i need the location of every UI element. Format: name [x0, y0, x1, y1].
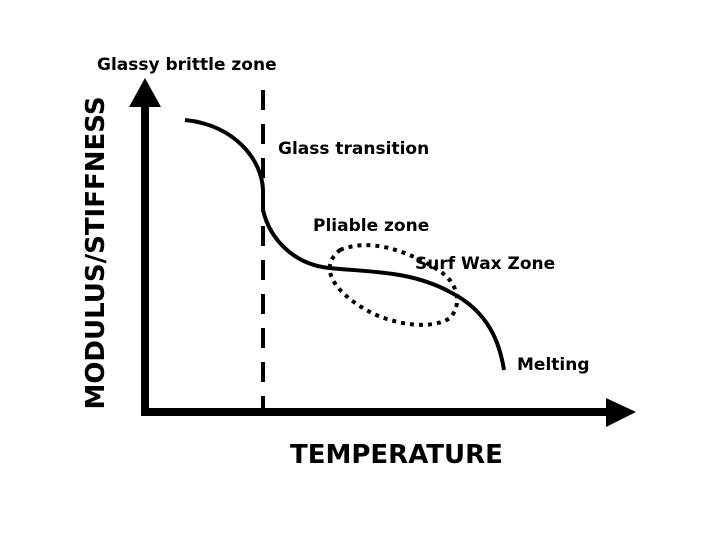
- glass-transition-label: Glass transition: [278, 139, 429, 159]
- y-axis-arrowhead: [129, 78, 161, 107]
- x-axis-arrowhead: [606, 398, 636, 427]
- modulus-curve: [184, 118, 506, 371]
- melting-label: Melting: [517, 355, 590, 375]
- y-axis-label: MODULUS/STIFFNESS: [81, 96, 111, 409]
- pliable-zone-label: Pliable zone: [313, 216, 429, 236]
- glassy-zone-label: Glassy brittle zone: [97, 55, 277, 75]
- x-axis-label: TEMPERATURE: [290, 440, 503, 470]
- surf-wax-zone-label: Surf Wax Zone: [415, 254, 555, 274]
- surf-wax-zone-outline: [327, 243, 459, 327]
